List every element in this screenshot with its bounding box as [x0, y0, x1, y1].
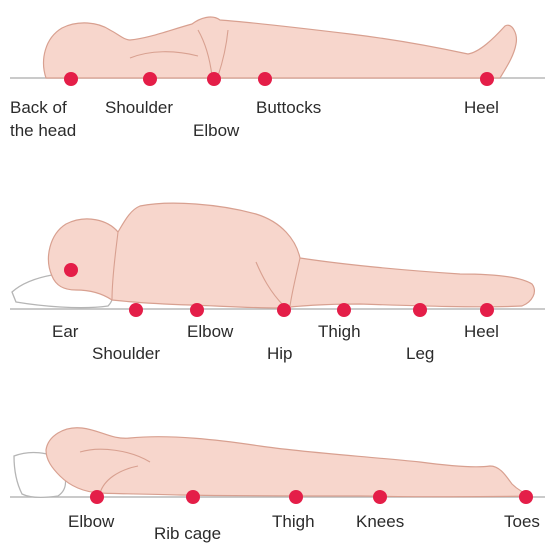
label-back-of-head-line2: the head: [10, 121, 76, 140]
pressure-point-heel-side: [480, 303, 494, 317]
pressure-point-thigh-prone: [289, 490, 303, 504]
label-toes: Toes: [504, 512, 540, 531]
label-thigh-side: Thigh: [318, 322, 361, 341]
label-shoulder: Shoulder: [105, 98, 173, 117]
label-heel-side: Heel: [464, 322, 499, 341]
pressure-point-hip: [277, 303, 291, 317]
pressure-point-back-of-head: [64, 72, 78, 86]
label-ear: Ear: [52, 322, 79, 341]
label-rib-cage: Rib cage: [154, 524, 221, 543]
label-buttocks: Buttocks: [256, 98, 321, 117]
label-leg: Leg: [406, 344, 434, 363]
pressure-point-leg: [413, 303, 427, 317]
label-heel: Heel: [464, 98, 499, 117]
supine-body-figure: [44, 17, 517, 78]
label-back-of-head: Back of: [10, 98, 67, 117]
pressure-point-toes: [519, 490, 533, 504]
pressure-point-elbow-side: [190, 303, 204, 317]
pressure-point-buttocks: [258, 72, 272, 86]
label-hip: Hip: [267, 344, 293, 363]
pressure-point-elbow-prone: [90, 490, 104, 504]
supine-position: Back of the head Shoulder Elbow Buttocks…: [10, 17, 545, 140]
label-shoulder-side: Shoulder: [92, 344, 160, 363]
label-back-of-head-line1: Back of: [10, 98, 67, 117]
label-back-of-head-2: the head: [10, 121, 76, 140]
label-elbow: Elbow: [193, 121, 240, 140]
pressure-point-knees: [373, 490, 387, 504]
pressure-point-ear: [64, 263, 78, 277]
pressure-point-shoulder: [143, 72, 157, 86]
pressure-point-thigh-side: [337, 303, 351, 317]
pressure-point-rib-cage: [186, 490, 200, 504]
pressure-point-elbow: [207, 72, 221, 86]
label-knees: Knees: [356, 512, 404, 531]
side-lying-position: Ear Shoulder Elbow Hip Thigh Leg Heel: [10, 203, 545, 363]
label-elbow-side: Elbow: [187, 322, 234, 341]
prone-body-figure: [46, 428, 532, 497]
side-body-figure: [48, 203, 534, 308]
label-thigh-prone: Thigh: [272, 512, 315, 531]
pressure-point-shoulder-side: [129, 303, 143, 317]
prone-position: Elbow Rib cage Thigh Knees Toes: [10, 428, 545, 543]
label-elbow-prone: Elbow: [68, 512, 115, 531]
pressure-point-heel: [480, 72, 494, 86]
